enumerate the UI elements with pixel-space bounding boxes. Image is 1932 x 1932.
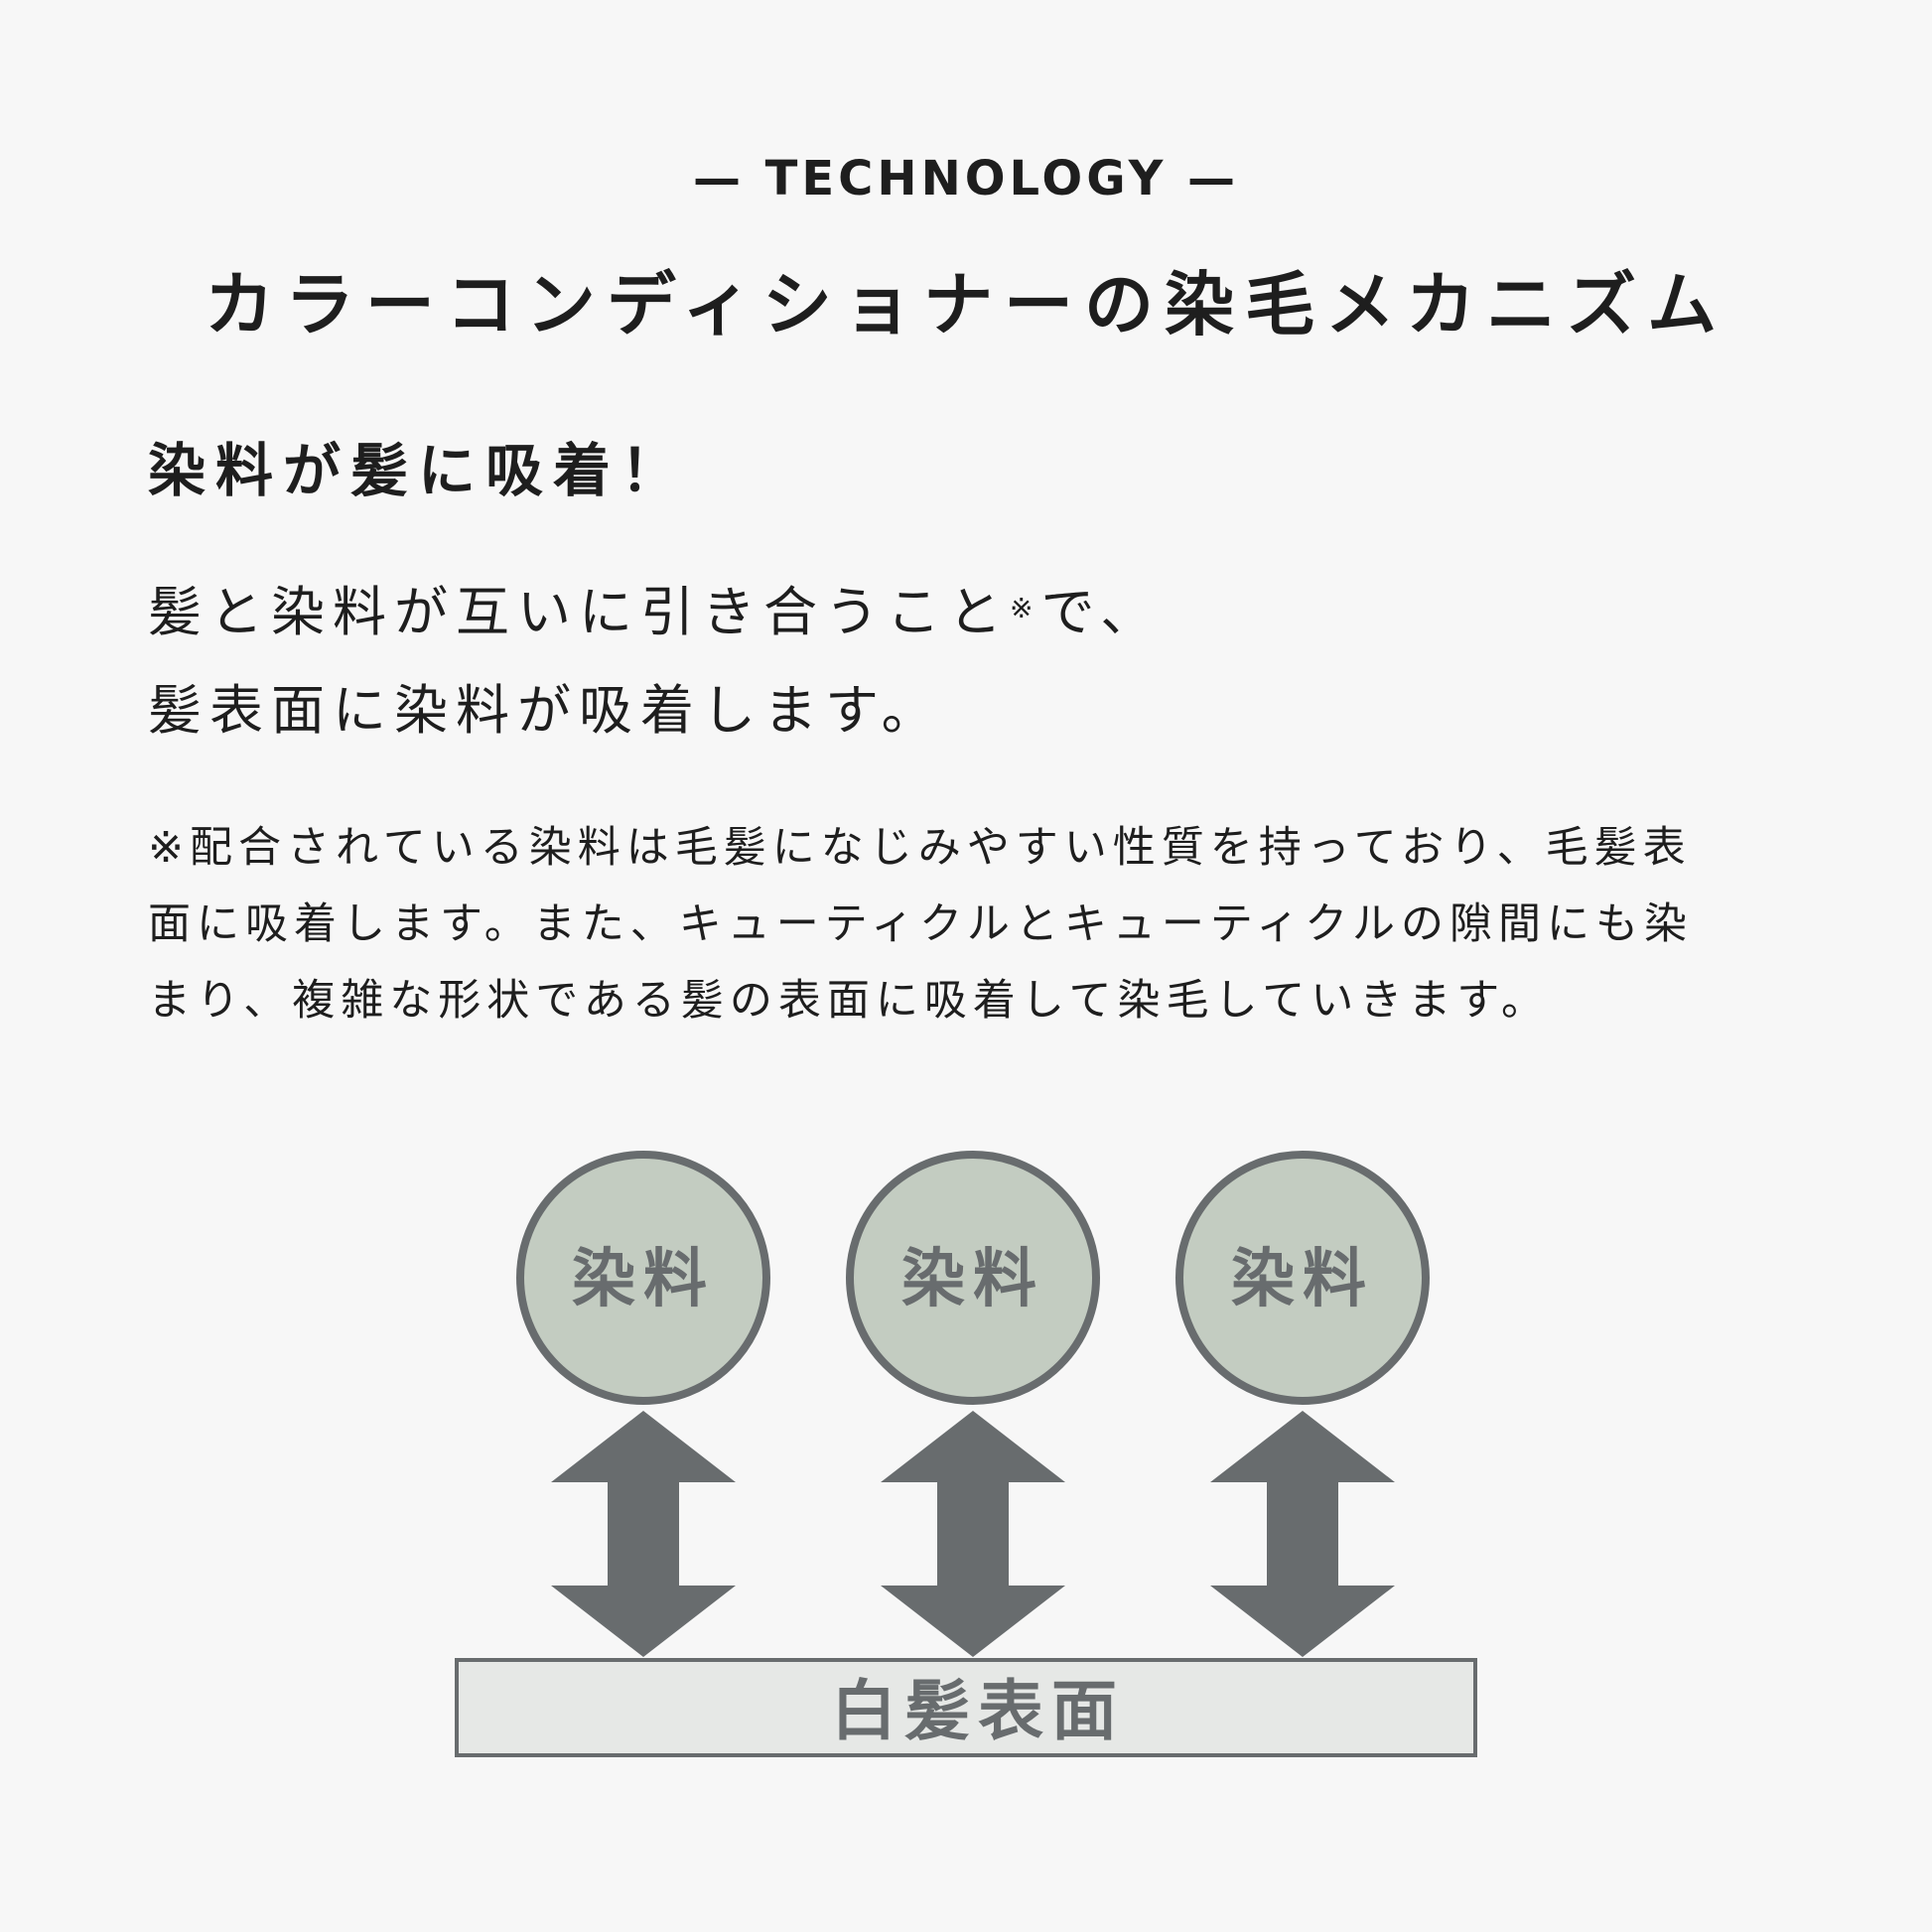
body-text-line-2: 髪表面に染料が吸着します。 [148, 679, 943, 742]
page-title: カラーコンディショナーの染毛メカニズム [204, 264, 1728, 345]
section-heading: 染料が髪に吸着！ [148, 437, 689, 504]
hair-surface-label: 白髪表面 [831, 1673, 1125, 1749]
double-arrow-icon [1210, 1411, 1395, 1657]
body-text: 髪と染料が互いに引き合うこと [148, 581, 1010, 643]
double-arrow-icon [551, 1411, 736, 1657]
body-text-end: で、 [1040, 581, 1163, 643]
dye-particle-circle [1175, 1151, 1430, 1405]
dye-label: 染料 [1231, 1243, 1374, 1316]
dye-label: 染料 [901, 1243, 1044, 1316]
footnote-mark: ※ [1010, 592, 1041, 624]
body-text-line-1: 髪と染料が互いに引き合うこと※で、 [148, 578, 1796, 647]
hair-surface-bar [455, 1658, 1477, 1757]
dye-label: 染料 [572, 1243, 715, 1316]
double-arrow-icon [881, 1411, 1065, 1657]
dye-particle-circle [846, 1151, 1100, 1405]
note-line: 面に吸着します。また、キューティクルとキューティクルの隙間にも染 [148, 899, 1693, 949]
section-eyebrow: — TECHNOLOGY — [692, 151, 1240, 207]
dye-particle-circle [516, 1151, 770, 1405]
note-line: ※配合されている染料は毛髪になじみやすい性質を持っており、毛髪表 [148, 823, 1692, 873]
note-line: まり、複雑な形状である髪の表面に吸着して染毛していきます。 [148, 976, 1550, 1026]
